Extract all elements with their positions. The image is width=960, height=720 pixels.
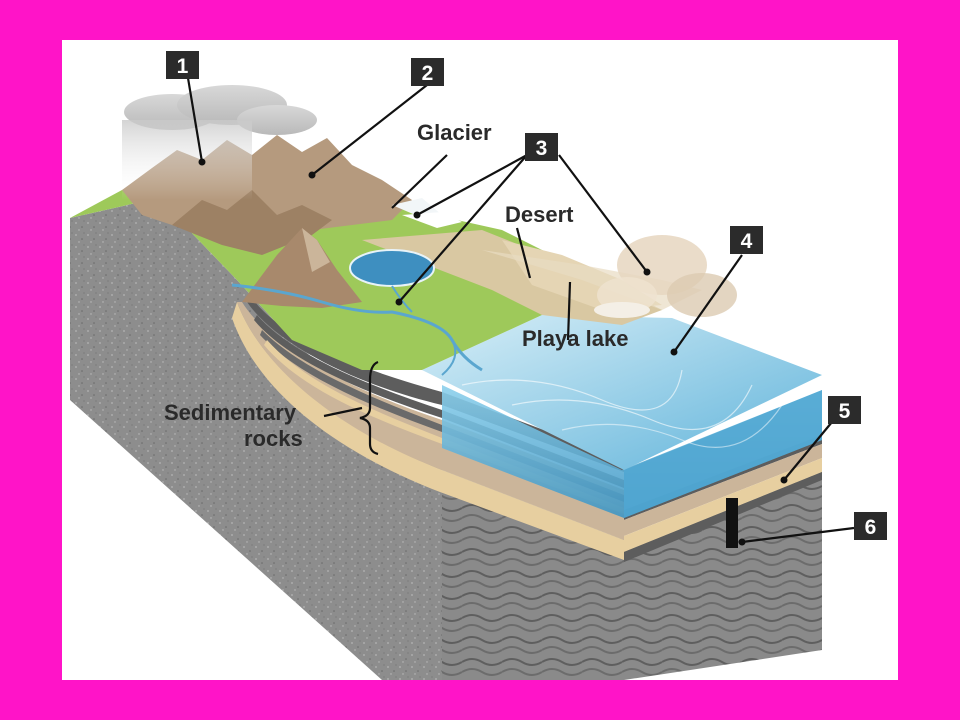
- ocean-block: [422, 315, 822, 518]
- label-desert: Desert: [505, 202, 574, 227]
- marker-4-text: 4: [741, 230, 753, 253]
- landscape-cross-section-diagram: Glacier Desert Playa lake Sedimentary ro…: [70, 51, 887, 680]
- marker-1-text: 1: [177, 55, 189, 78]
- marker-2-text: 2: [422, 62, 434, 85]
- marker-5: 5: [828, 396, 861, 424]
- label-sedimentary-line2: rocks: [244, 426, 303, 451]
- marker-5-text: 5: [839, 400, 851, 423]
- marker-4: 4: [730, 226, 763, 254]
- label-glacier: Glacier: [417, 120, 492, 145]
- storm-cloud: [122, 85, 317, 200]
- lake-and-river: [231, 249, 483, 376]
- dust-storm: [597, 235, 737, 317]
- marker-1: 1: [166, 51, 199, 79]
- marker-2: 2: [411, 58, 444, 86]
- playa-lake-basin: [594, 302, 650, 318]
- marker-3: 3: [525, 133, 558, 161]
- diagram-panel: Glacier Desert Playa lake Sedimentary ro…: [62, 40, 898, 680]
- leader-lines: [186, 77, 855, 548]
- marker-6-text: 6: [865, 516, 877, 539]
- label-playa-lake: Playa lake: [522, 326, 628, 351]
- label-sedimentary-line1: Sedimentary: [164, 400, 297, 425]
- marker-3-text: 3: [536, 137, 548, 160]
- marker-6: 6: [854, 512, 887, 540]
